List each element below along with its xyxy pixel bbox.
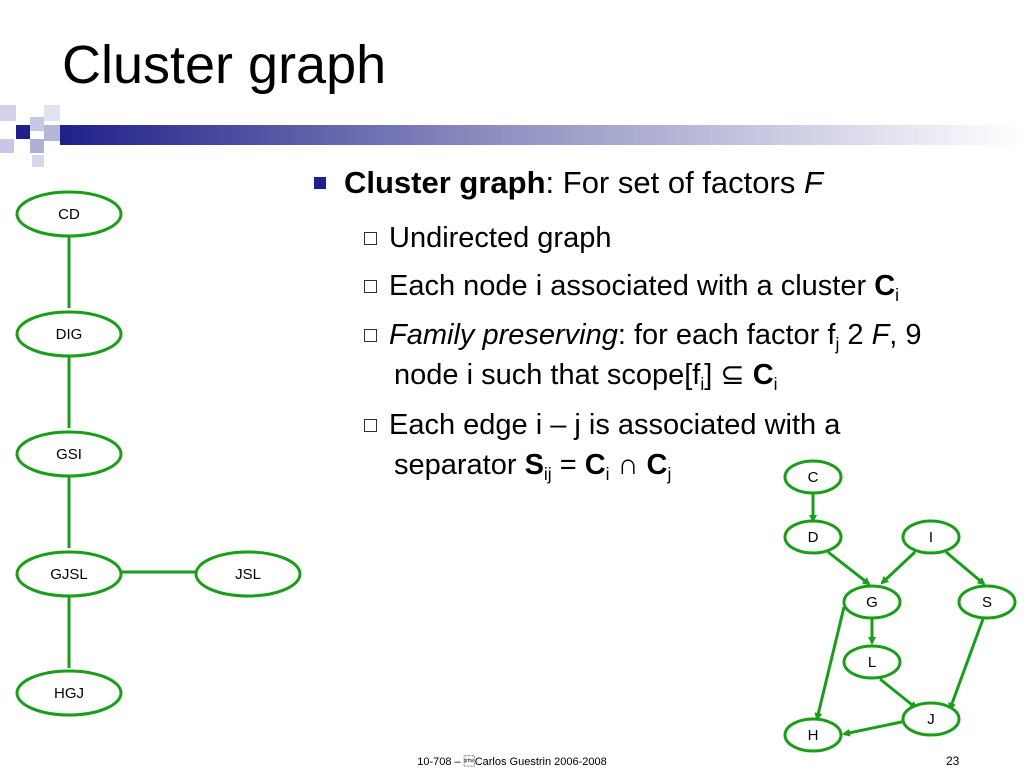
decor-square xyxy=(44,125,60,141)
edge-l-j xyxy=(879,677,918,710)
cluster-node-gjsl xyxy=(15,550,123,598)
slide-title: Cluster graph xyxy=(62,35,387,95)
title-gradient-bar xyxy=(60,125,1024,145)
cluster-node-label: CD xyxy=(58,206,80,223)
edge-d-g xyxy=(827,550,871,586)
cluster-node-label: GSI xyxy=(56,446,82,463)
bn-node-label: J xyxy=(927,711,935,728)
edge-separator-continuation: separator Sij = Ci ∩ Cj xyxy=(394,449,672,485)
edge-i-s xyxy=(945,550,986,586)
decor-square xyxy=(30,139,44,153)
cluster-node-cd xyxy=(15,190,123,238)
page-number: 23 xyxy=(946,754,960,768)
decor-square xyxy=(0,105,16,121)
cluster-node-label: GJSL xyxy=(50,566,88,583)
cluster-node-label: JSL xyxy=(235,566,261,583)
bn-node-j xyxy=(901,701,961,737)
decor-square xyxy=(30,117,44,131)
term-cluster-graph: Cluster graph xyxy=(344,165,546,200)
family-preserving-continuation: node i such that scope[fi] ⊆ Ci xyxy=(394,359,778,395)
cluster-node-label: DIG xyxy=(56,326,83,343)
sub-bullet-edge-separator: Each edge i – j is associated with a sep… xyxy=(364,405,840,485)
sub-bullet-node-cluster: Each node i associated with a cluster Ci xyxy=(364,266,899,306)
bn-node-label: D xyxy=(808,529,819,546)
cluster-node-hgj xyxy=(15,669,123,717)
decor-square xyxy=(44,105,60,121)
cluster-graph-diagram: CD DIG GSI GJSL JSL HGJ xyxy=(15,190,302,717)
bn-node-label: S xyxy=(982,594,992,611)
bn-node-label: H xyxy=(808,727,819,744)
bn-node-d xyxy=(783,519,843,555)
title-decoration xyxy=(0,105,1024,167)
cluster-node-label: HGJ xyxy=(54,685,84,702)
bayes-net-diagram: C D I G S L J H xyxy=(783,459,1017,753)
edge-j-h xyxy=(842,719,907,737)
hollow-square-bullet-icon xyxy=(364,232,377,245)
slide-footer: 10-708 – Carlos Guestrin 2006-2008 xyxy=(417,756,607,768)
decor-square xyxy=(0,139,14,153)
decor-square xyxy=(32,155,44,167)
decor-square xyxy=(16,125,30,139)
bn-node-label: L xyxy=(868,654,876,671)
bn-node-label: G xyxy=(866,594,878,611)
edge-s-j xyxy=(948,618,985,711)
bn-node-i xyxy=(901,519,961,555)
hollow-square-bullet-icon xyxy=(364,329,377,342)
square-bullet-icon xyxy=(314,176,326,189)
sub-bullet-undirected: Undirected graph xyxy=(364,218,611,258)
bn-node-g xyxy=(842,584,902,620)
bn-node-h xyxy=(783,717,843,753)
hollow-square-bullet-icon xyxy=(364,280,377,293)
cluster-node-jsl xyxy=(194,550,302,598)
cluster-node-gsi xyxy=(15,430,123,478)
hollow-square-bullet-icon xyxy=(364,419,377,432)
bullet-cluster-graph: Cluster graph: For set of factors F xyxy=(310,165,823,201)
bn-node-s xyxy=(957,584,1017,620)
sub-bullet-family-preserving: Family preserving: for each factor fj 2 … xyxy=(364,315,922,395)
bullet-list: Cluster graph: For set of factors F Undi… xyxy=(310,165,1024,495)
edge-i-g xyxy=(880,550,917,585)
cluster-node-dig xyxy=(15,310,123,358)
bn-node-label: I xyxy=(929,529,933,546)
bn-node-label: C xyxy=(808,469,819,486)
bn-node-l xyxy=(842,644,902,680)
bn-node-c xyxy=(783,459,843,495)
edge-g-h xyxy=(814,606,846,721)
